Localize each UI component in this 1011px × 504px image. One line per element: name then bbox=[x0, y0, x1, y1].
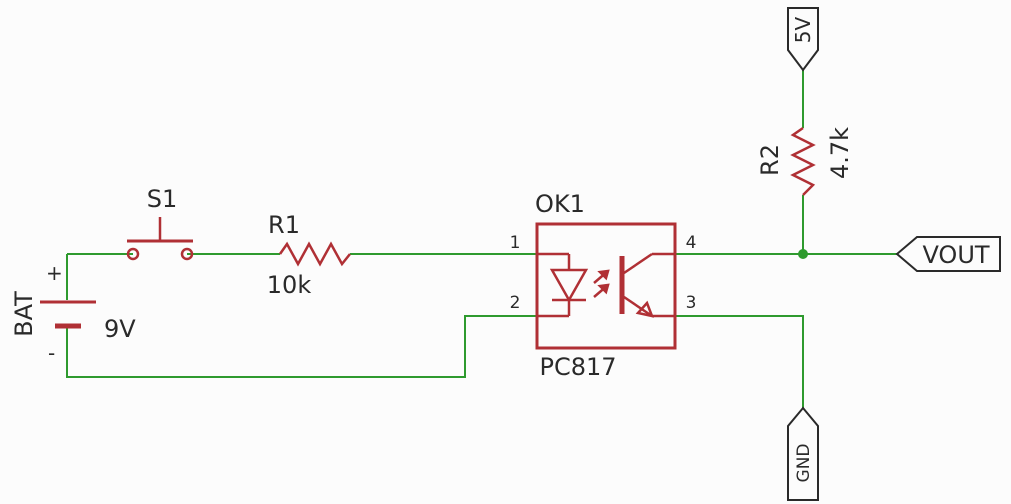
r2-value: 4.7k bbox=[826, 127, 854, 179]
battery-ref: BAT bbox=[10, 291, 38, 337]
battery-plus: + bbox=[46, 261, 63, 285]
r1-ref: R1 bbox=[268, 211, 300, 239]
battery-minus: - bbox=[48, 341, 55, 365]
battery-symbol bbox=[40, 300, 96, 329]
net-label-5v: 5V bbox=[787, 7, 819, 72]
opto-pin-4: 4 bbox=[686, 233, 697, 253]
net-label-vout: VOUT bbox=[895, 236, 1001, 272]
resistor-r1-symbol bbox=[278, 241, 351, 267]
opto-pin-1: 1 bbox=[510, 233, 521, 253]
svg-text:VOUT: VOUT bbox=[922, 241, 989, 269]
wire-pin3-to-gnd bbox=[675, 315, 804, 408]
junction-dot bbox=[798, 249, 808, 259]
battery-value: 9V bbox=[104, 315, 136, 343]
switch-symbol bbox=[126, 217, 194, 261]
opto-part: PC817 bbox=[539, 353, 616, 381]
wires bbox=[66, 70, 897, 408]
resistor-r2-symbol bbox=[790, 126, 816, 196]
opto-pin-2: 2 bbox=[510, 293, 521, 313]
opto-ref: OK1 bbox=[535, 190, 585, 218]
wire-battery-bottom bbox=[66, 315, 537, 378]
r2-ref: R2 bbox=[756, 144, 784, 176]
net-label-gnd: GND bbox=[787, 406, 819, 501]
opto-pin-3: 3 bbox=[686, 293, 697, 313]
svg-text:GND: GND bbox=[794, 444, 814, 483]
r1-value: 10k bbox=[267, 271, 312, 299]
optocoupler-symbol bbox=[535, 222, 677, 350]
svg-text:5V: 5V bbox=[791, 16, 815, 43]
switch-ref: S1 bbox=[147, 185, 178, 213]
